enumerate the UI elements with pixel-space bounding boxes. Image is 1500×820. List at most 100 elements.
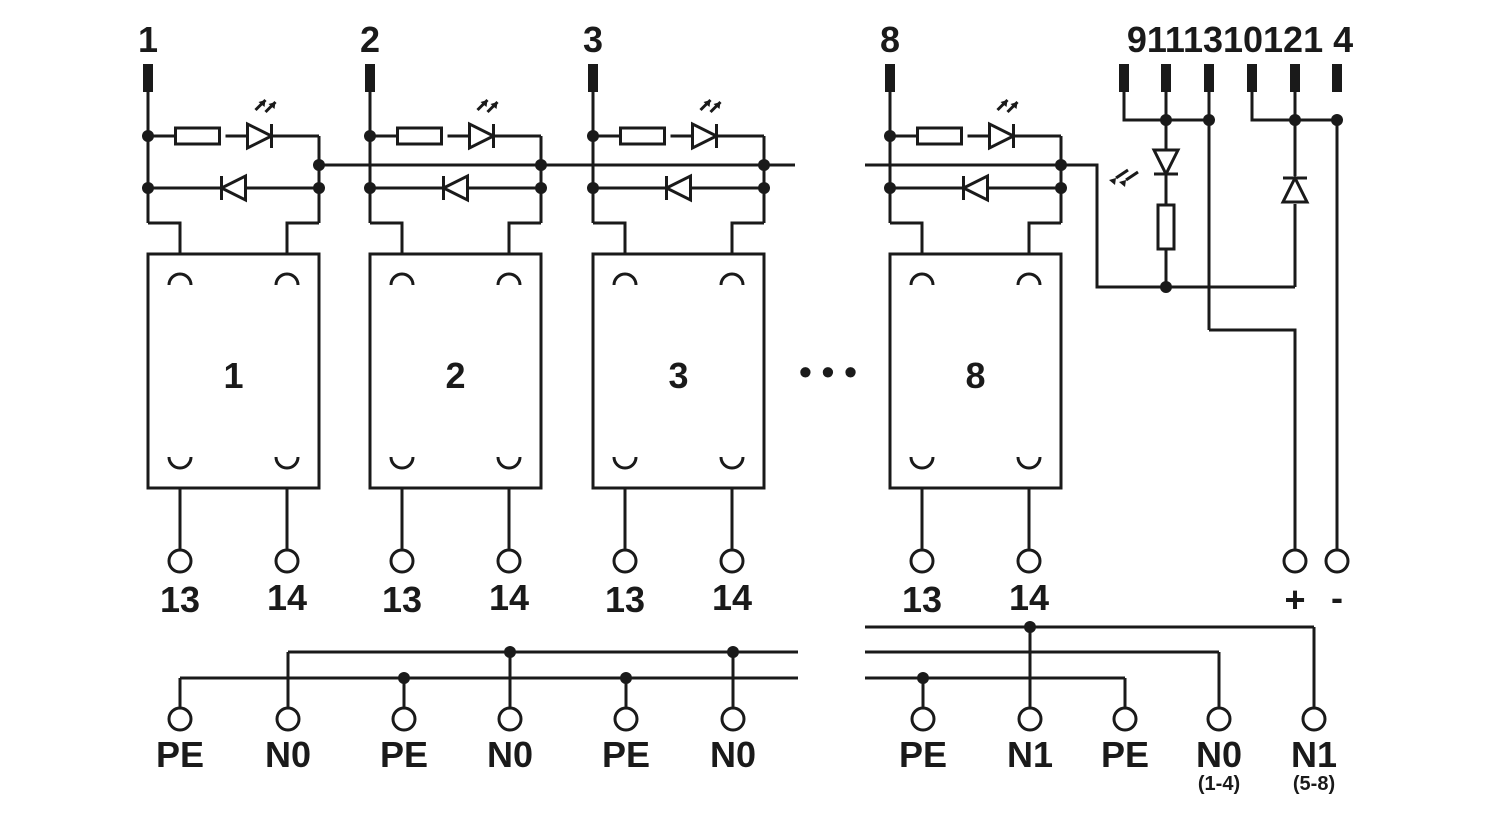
bottom-terminal-label: N1 — [1007, 734, 1053, 775]
contact-label-13: 13 — [382, 579, 422, 620]
junction-dot — [313, 159, 325, 171]
junction-dot — [1331, 114, 1343, 126]
minus-label: - — [1331, 577, 1343, 618]
channel-pin-label: 1 — [138, 19, 158, 60]
coil-contact-arc — [274, 272, 300, 286]
terminal-pin — [588, 64, 598, 92]
contact-label-14: 14 — [267, 577, 307, 618]
terminal-circle — [1324, 548, 1350, 574]
coil-contact-arc — [612, 272, 638, 286]
led-arrow-head — [1109, 178, 1116, 185]
resistor — [619, 126, 666, 146]
bottom-terminal-label: N0 — [710, 734, 756, 775]
coil-contact-arc — [719, 272, 745, 286]
contact-label-14: 14 — [489, 577, 529, 618]
junction-dot — [884, 130, 896, 142]
junction-dot — [758, 159, 770, 171]
bottom-terminal-label: N0 — [487, 734, 533, 775]
freewheel-diode — [960, 173, 989, 203]
led-arrow-head — [480, 100, 488, 107]
relay-box — [591, 252, 766, 490]
terminal-circle — [391, 706, 417, 732]
terminal-circle — [1282, 548, 1308, 574]
junction-dot — [142, 182, 154, 194]
terminal-pin — [1290, 64, 1300, 92]
resistor — [174, 126, 221, 146]
terminal-circle — [910, 706, 936, 732]
terminal-circle — [1301, 706, 1327, 732]
freewheel-diode — [218, 173, 247, 203]
terminal-circle — [1112, 706, 1138, 732]
junction-dot — [1203, 114, 1215, 126]
resistor — [916, 126, 963, 146]
terminal-circle — [167, 548, 193, 574]
freewheel-diode — [663, 173, 692, 203]
plus-label: + — [1284, 579, 1305, 620]
power-led-diode — [1151, 148, 1181, 178]
terminal-circle — [719, 548, 745, 574]
switch-contact-arc — [612, 456, 638, 470]
switch-contact-arc — [1016, 456, 1042, 470]
led-arrow-head — [490, 102, 498, 109]
terminal-circle — [1206, 706, 1232, 732]
junction-dot — [758, 182, 770, 194]
relay-number: 3 — [668, 355, 688, 396]
bottom-terminal-label: PE — [899, 734, 947, 775]
junction-dot — [917, 672, 929, 684]
switch-contact-arc — [389, 456, 415, 470]
bottom-terminal-label: N0 — [1196, 734, 1242, 775]
terminal-pin — [885, 64, 895, 92]
bottom-terminal-label: PE — [602, 734, 650, 775]
protection-diode — [1280, 174, 1310, 204]
terminal-circle — [389, 548, 415, 574]
terminal-pin — [1161, 64, 1171, 92]
relay-box — [146, 252, 321, 490]
bottom-terminal-label: PE — [1101, 734, 1149, 775]
junction-dot — [727, 646, 739, 658]
junction-dot — [587, 130, 599, 142]
relay-box — [888, 252, 1063, 490]
bottom-terminal-sublabel: (5-8) — [1293, 773, 1335, 795]
contact-label-13: 13 — [605, 579, 645, 620]
led-arrow-head — [713, 102, 721, 109]
switch-contact-arc — [496, 456, 522, 470]
terminal-circle — [1016, 548, 1042, 574]
junction-dot — [364, 130, 376, 142]
led-diode — [468, 121, 497, 151]
coil-contact-arc — [167, 272, 193, 286]
channel-pin-label: 2 — [360, 19, 380, 60]
terminal-circle — [612, 548, 638, 574]
led-arrow-head — [703, 100, 711, 107]
junction-dot — [535, 182, 547, 194]
channel-pin-label: 3 — [583, 19, 603, 60]
junction-dot — [504, 646, 516, 658]
junction-dot — [1160, 281, 1172, 293]
channel-pin-label: 8 — [880, 19, 900, 60]
freewheel-diode — [440, 173, 469, 203]
coil-contact-arc — [1016, 272, 1042, 286]
contact-label-14: 14 — [712, 577, 752, 618]
coil-contact-arc — [389, 272, 415, 286]
led-arrow-head — [1010, 102, 1018, 109]
resistor — [1156, 203, 1176, 251]
ellipsis: • • • — [799, 351, 857, 392]
terminal-pin — [1247, 64, 1257, 92]
terminal-circle — [613, 706, 639, 732]
resistor — [396, 126, 443, 146]
bottom-terminal-label: N1 — [1291, 734, 1337, 775]
bottom-terminal-label: PE — [156, 734, 204, 775]
led-arrow-head — [1119, 180, 1126, 187]
common-bus-return — [1061, 163, 1295, 289]
terminal-circle — [496, 548, 522, 574]
junction-dot — [1055, 159, 1067, 171]
relay-box — [368, 252, 543, 490]
terminal-pin — [143, 64, 153, 92]
junction-dot — [1055, 182, 1067, 194]
contact-label-14: 14 — [1009, 577, 1049, 618]
terminal-pin — [365, 64, 375, 92]
led-arrow-head — [1000, 100, 1008, 107]
supply-pin-labels: 9111310121 4 — [1127, 19, 1353, 60]
switch-contact-arc — [719, 456, 745, 470]
